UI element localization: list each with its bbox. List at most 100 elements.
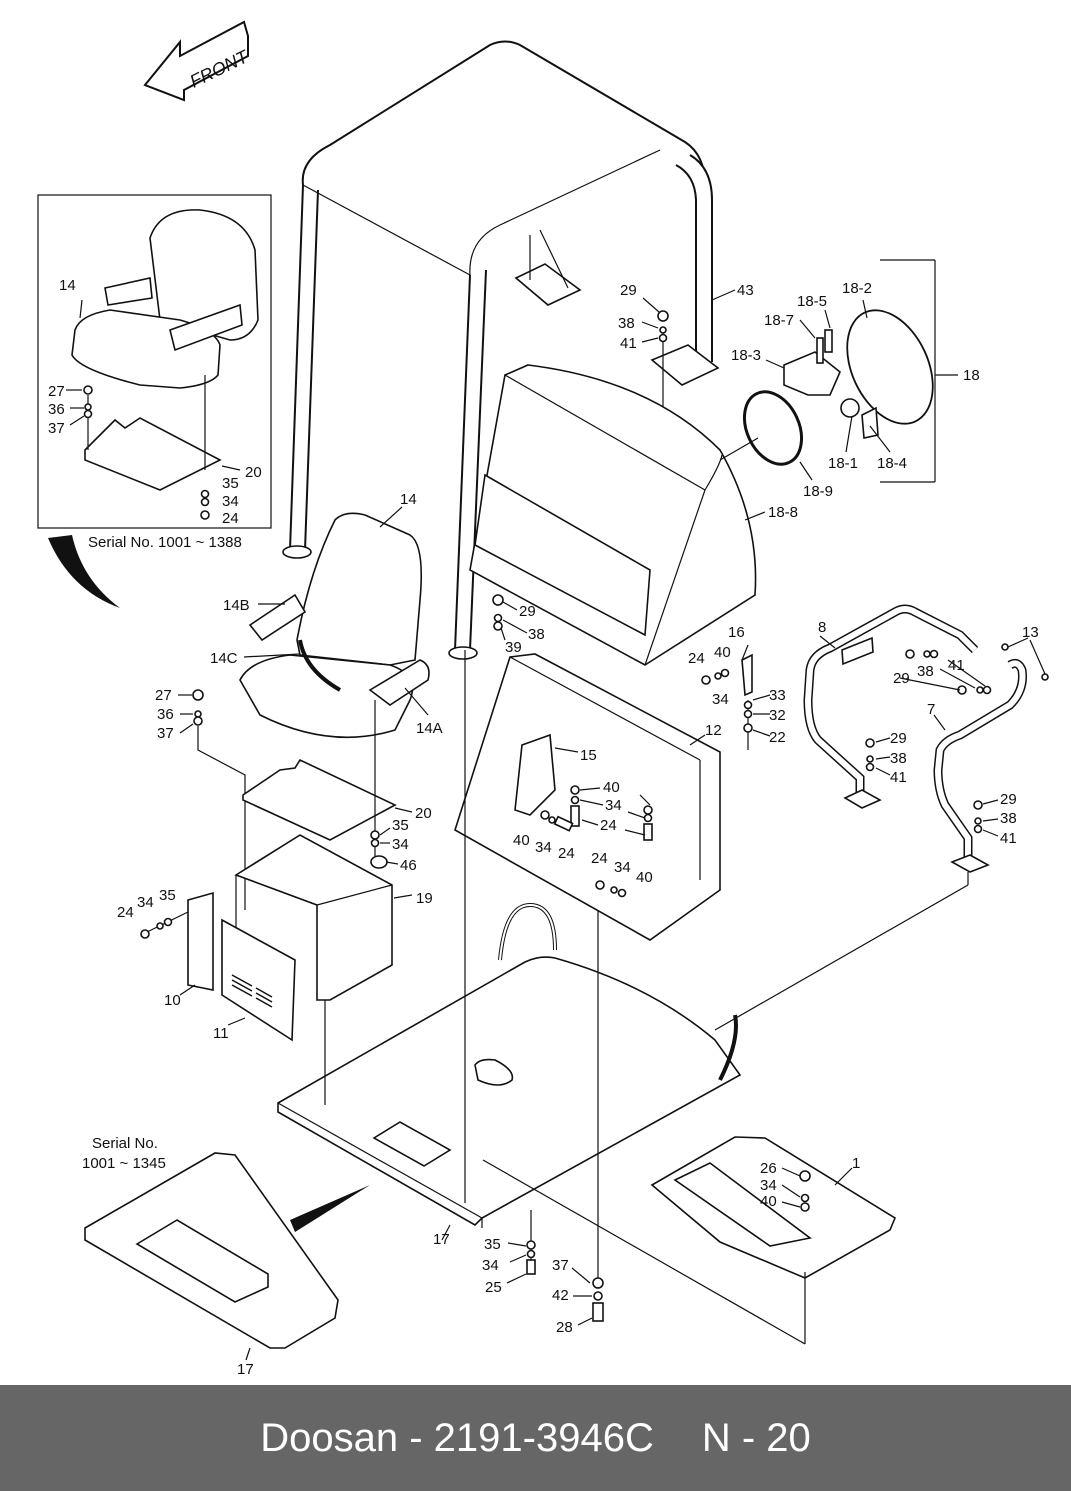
handrail-8 [803,604,979,809]
callout-24: 24 [222,510,239,527]
callout-34-a: 34 [605,797,622,814]
callout-18: 18 [963,367,980,384]
callout-34-stand: 34 [137,894,154,911]
callout-27: 27 [48,383,65,400]
callout-24-bracket: 24 [688,650,705,667]
console-cover [469,364,757,666]
callout-34: 34 [222,493,239,510]
callout-17: 17 [433,1231,450,1248]
callout-26: 26 [760,1160,777,1177]
pointer-wedge-icon [48,535,120,608]
callout-34-floor: 34 [482,1257,499,1274]
callout-24-b: 24 [558,845,575,862]
callout-20: 20 [245,464,262,481]
callout-20-seat: 20 [415,805,432,822]
callout-34-bracket: 34 [712,691,729,708]
callout-28: 28 [556,1319,573,1336]
callout-40-cover: 40 [760,1193,777,1210]
footer-bar: Doosan - 2191-3946C N - 20 [0,1385,1071,1491]
callout-18-1: 18-1 [828,455,858,472]
footer-part-number: 2191-3946C [433,1415,654,1460]
callout-22: 22 [769,729,786,746]
callout-15: 15 [580,747,597,764]
callout-11: 11 [213,1025,229,1042]
callout-12: 12 [705,722,722,739]
callout-29-rail-b: 29 [890,730,907,747]
callout-34-cover: 34 [760,1177,777,1194]
callout-38-rail-b: 38 [890,750,907,767]
callout-29-rail-c: 29 [1000,791,1017,808]
inset-seat-box: 14 27 36 37 20 35 34 24 [37,194,272,529]
console-frame [454,653,721,941]
callout-16: 16 [728,624,745,641]
callout-18-4: 18-4 [877,455,907,472]
callout-29-pillar: 29 [519,603,536,620]
callout-14B: 14B [223,597,250,614]
inset-base-plate [84,1152,339,1349]
callout-10: 10 [164,992,181,1009]
callout-25: 25 [485,1279,502,1296]
callout-14A: 14A [416,720,443,737]
callout-41-rail-b: 41 [890,769,907,786]
callout-34-seat: 34 [392,836,409,853]
inset-base-serial-line1: Serial No. [92,1135,158,1152]
callout-41-rail-a: 41 [948,657,965,674]
callout-24-c: 24 [591,850,608,867]
callout-35-seat: 35 [392,817,409,834]
callout-38-rail-a: 38 [917,663,934,680]
callout-14: 14 [59,277,76,294]
callout-33: 33 [769,687,786,704]
callout-38: 38 [618,315,635,332]
callout-13: 13 [1022,624,1039,641]
callout-32: 32 [769,707,786,724]
callout-40-c: 40 [636,869,653,886]
floor-plate [277,902,742,1228]
callout-37-seat: 37 [157,725,174,742]
callout-34-b: 34 [535,839,552,856]
front-arrow-icon: FRONT [143,20,253,102]
callout-35-floor: 35 [484,1236,501,1253]
callout-38-rail-c: 38 [1000,810,1017,827]
callout-18-7: 18-7 [764,312,794,329]
callout-8: 8 [818,619,826,636]
seat-stand [187,834,393,1042]
callout-46: 46 [400,857,417,874]
callout-18-5: 18-5 [797,293,827,310]
callout-38-pillar: 38 [528,626,545,643]
callout-14-seat: 14 [400,491,417,508]
callout-41: 41 [620,335,637,352]
callout-14C: 14C [210,650,238,667]
handrail-7 [933,658,1027,873]
callout-36-seat: 36 [157,706,174,723]
operator-seat [239,512,430,739]
callout-35-stand: 35 [159,887,176,904]
callout-18-3: 18-3 [731,347,761,364]
mirror-assembly [719,259,958,521]
callout-41-rail-c: 41 [1000,830,1017,847]
callout-18-2: 18-2 [842,280,872,297]
footer-brand: Doosan [260,1415,399,1460]
callout-40-b: 40 [513,832,530,849]
canopy-frame [282,40,720,660]
callout-29-rail-a: 29 [893,670,910,687]
callout-36: 36 [48,401,65,418]
under-cover [650,1136,897,1279]
callout-18-9: 18-9 [803,483,833,500]
inset-base-serial-line2: 1001 ~ 1345 [82,1155,166,1172]
callout-19: 19 [416,890,433,907]
callout-24-stand: 24 [117,904,134,921]
callout-1: 1 [852,1155,860,1172]
inset-seat-serial-caption: Serial No. 1001 ~ 1388 [88,534,242,551]
callout-29: 29 [620,282,637,299]
callout-40-a: 40 [603,779,620,796]
callout-17-inset: 17 [237,1361,254,1378]
callout-39: 39 [505,639,522,656]
callout-7: 7 [927,701,935,718]
footer-separator: - [409,1415,423,1460]
callout-37: 37 [48,420,65,437]
callout-42: 42 [552,1287,569,1304]
callout-27-seat: 27 [155,687,172,704]
callout-34-c: 34 [614,859,631,876]
footer-page: N - 20 [701,1415,811,1460]
callout-24-a: 24 [600,817,617,834]
